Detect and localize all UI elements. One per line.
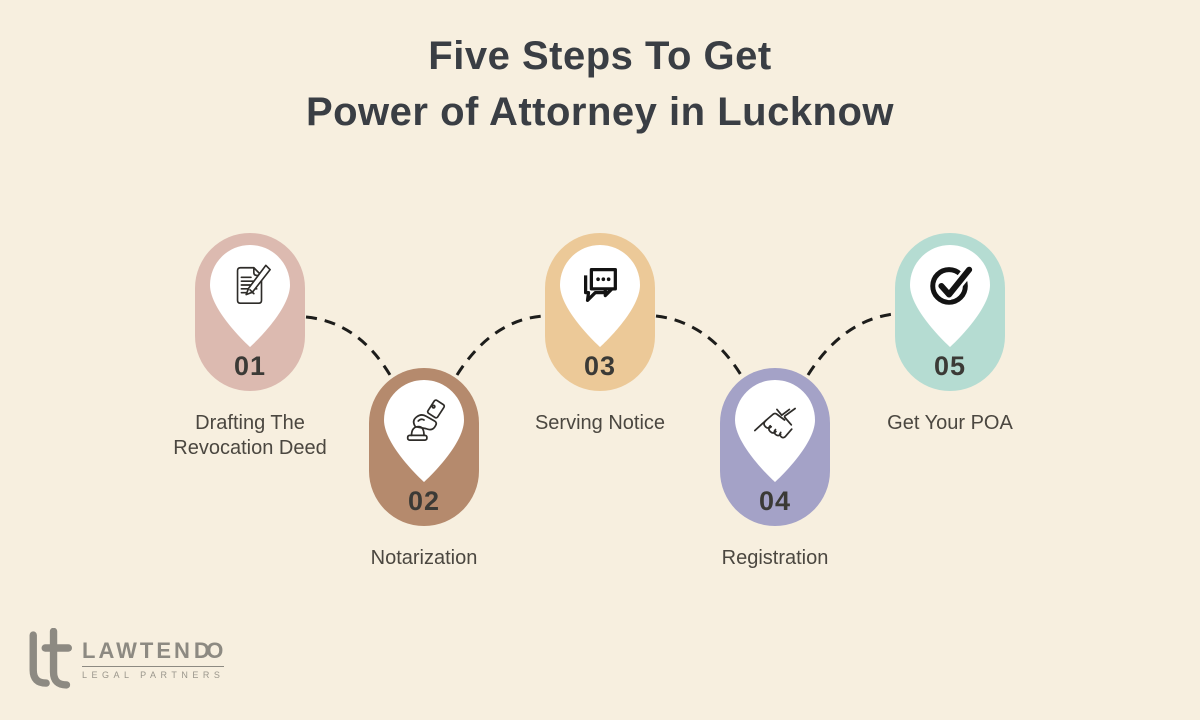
stamp-hand-icon — [406, 399, 446, 441]
step-number: 05 — [933, 351, 967, 381]
step-label: Registration — [721, 547, 829, 569]
location-pin — [560, 245, 640, 347]
check-circle-icon — [930, 264, 973, 305]
document-pencil-icon — [236, 264, 271, 305]
logo-tagline: LEGAL PARTNERS — [82, 670, 225, 680]
connector-4-5 — [806, 312, 895, 376]
step-number: 03 — [583, 351, 617, 381]
step-2-pill: 02 — [369, 368, 479, 526]
step-label: Notarization — [370, 547, 478, 569]
step-2: 02 Notarization — [314, 368, 534, 571]
wordmark-do-ligature: DO — [193, 638, 223, 663]
step-5: 05 Get Your POA — [840, 233, 1060, 436]
logo-divider — [82, 666, 225, 667]
lawtendo-monogram-icon — [29, 628, 72, 689]
connector-1-2 — [305, 315, 392, 376]
step-3: 03 Serving Notice — [490, 233, 710, 436]
step-number: 04 — [758, 486, 792, 516]
step-1-pill: 01 — [195, 233, 305, 391]
step-label: Serving Notice — [534, 412, 666, 434]
step-5-pill: 05 — [895, 233, 1005, 391]
connector-2-3 — [455, 314, 544, 376]
step-label: Get Your POA — [887, 412, 1013, 434]
connector-3-4 — [655, 314, 743, 376]
step-1: 01 Drafting The Revocation Deed — [140, 233, 360, 461]
step-4: 04 Registration — [665, 368, 885, 571]
step-number: 02 — [407, 486, 441, 516]
step-number: 01 — [233, 351, 267, 381]
step-4-pill: 04 — [720, 368, 830, 526]
page-title: Five Steps To Get Power of Attorney in L… — [0, 28, 1200, 140]
title-line-2: Power of Attorney in Lucknow — [305, 90, 895, 134]
chat-bubbles-icon — [583, 268, 617, 302]
title-line-1: Five Steps To Get — [428, 34, 772, 78]
step-3-pill: 03 — [545, 233, 655, 391]
handshake-icon — [754, 407, 796, 439]
wordmark-main: LAWTEN — [82, 638, 193, 663]
step-label: Drafting The Revocation Deed — [173, 412, 327, 459]
